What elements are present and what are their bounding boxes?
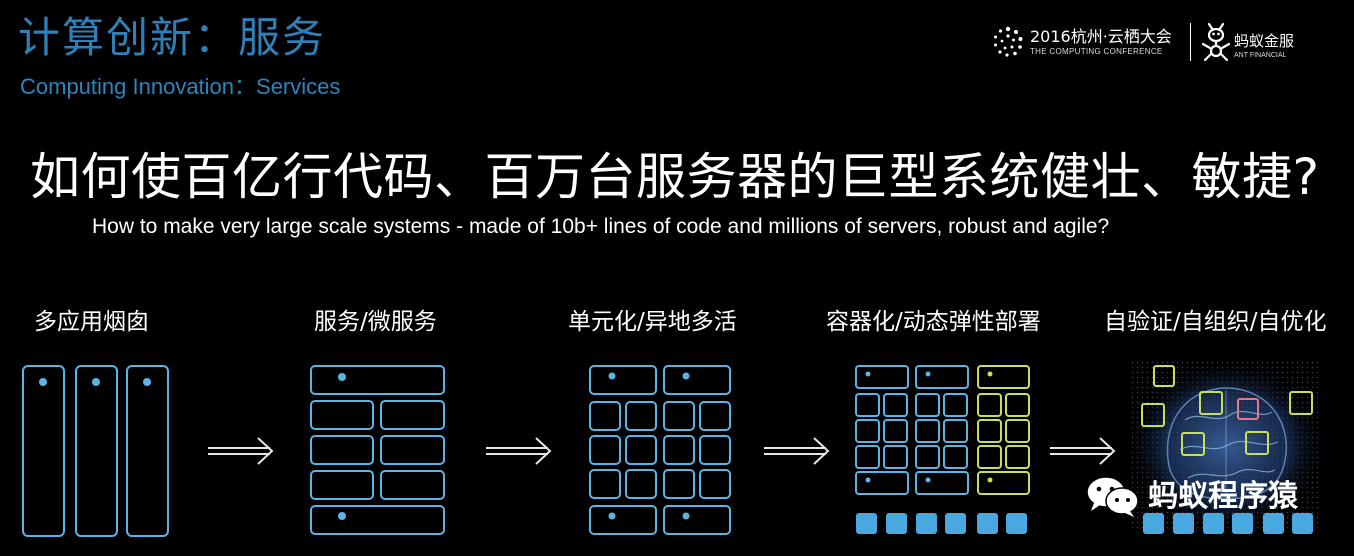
stage-self-organizing-diagram: [1132, 360, 1318, 530]
watermark-text: 蚂蚁程序猿: [1148, 479, 1298, 514]
ant-financial-subtitle: ANT FINANCIAL: [1234, 52, 1287, 59]
silo-box: [75, 365, 118, 537]
page-subtitle: Computing Innovation：Services: [20, 74, 341, 99]
arrow-1: [208, 437, 274, 465]
arrow-2: [486, 437, 552, 465]
ant-financial-name: 蚂蚁金服: [1234, 32, 1295, 50]
stage-monolith-diagram: [22, 365, 169, 537]
question-english: How to make very large scale systems - m…: [92, 215, 1110, 238]
conference-subtitle: THE COMPUTING CONFERENCE: [1030, 47, 1163, 56]
arrow-3: [764, 437, 830, 465]
stage-services-diagram: [310, 365, 445, 535]
silo-box: [126, 365, 169, 537]
wechat-icon: [1086, 476, 1139, 517]
stage-label-self-organizing: 自验证/自组织/自优化: [1104, 309, 1327, 335]
arrow-4: [1050, 437, 1116, 465]
stage-containers-diagram: [855, 365, 969, 495]
logo-divider: [1190, 23, 1191, 61]
question-chinese: 如何使百亿行代码、百万台服务器的巨型系统健壮、敏捷?: [30, 148, 1320, 206]
self-organizing-squares: [1143, 513, 1313, 534]
ant-logo-icon: [1201, 22, 1231, 62]
page-title: 计算创新：服务: [18, 13, 327, 62]
stage-label-services: 服务/微服务: [314, 309, 437, 335]
stage-label-units: 单元化/异地多活: [568, 309, 737, 335]
stage-units-diagram: [589, 365, 731, 535]
evolution-diagram: [22, 360, 1318, 537]
conference-logo-icon: [994, 26, 1023, 57]
container-squares: [856, 513, 1027, 534]
silo-box: [22, 365, 65, 537]
stage-label-containers: 容器化/动态弹性部署: [826, 309, 1041, 335]
stage-label-monolith: 多应用烟囱: [34, 309, 149, 335]
conference-name: 2016杭州·云栖大会: [1030, 27, 1172, 46]
